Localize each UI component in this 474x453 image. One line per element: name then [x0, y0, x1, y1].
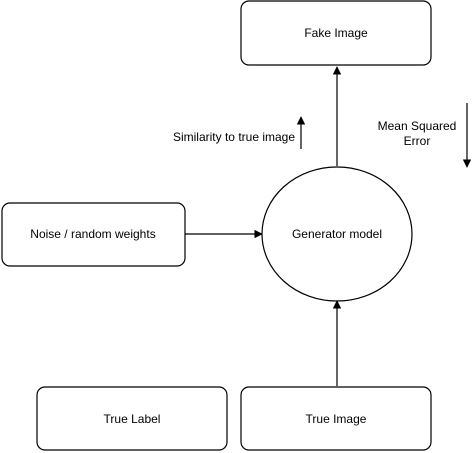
- mse-annotation-line2: Error: [404, 134, 431, 148]
- node-true-image-label: True Image: [306, 412, 367, 426]
- mse-annotation-line1: Mean Squared: [378, 119, 457, 133]
- node-true-image-box: [240, 386, 432, 451]
- node-fake-image-box: [240, 0, 432, 66]
- node-noise-label: Noise / random weights: [30, 227, 155, 241]
- node-true-label[interactable]: True Label: [36, 386, 228, 451]
- node-true-image[interactable]: True Image: [240, 386, 432, 451]
- similarity-annotation: Similarity to true image: [173, 130, 295, 144]
- node-true-label-label: True Label: [104, 412, 161, 426]
- node-generator-ellipse: [261, 166, 413, 302]
- node-fake-image-label: Fake Image: [304, 26, 368, 40]
- node-noise[interactable]: Noise / random weights: [1, 202, 186, 267]
- node-noise-box: [1, 202, 186, 267]
- node-generator[interactable]: Generator model: [261, 166, 413, 302]
- node-true-label-box: [36, 386, 228, 451]
- node-fake-image[interactable]: Fake Image: [240, 0, 432, 66]
- node-generator-label: Generator model: [292, 227, 382, 241]
